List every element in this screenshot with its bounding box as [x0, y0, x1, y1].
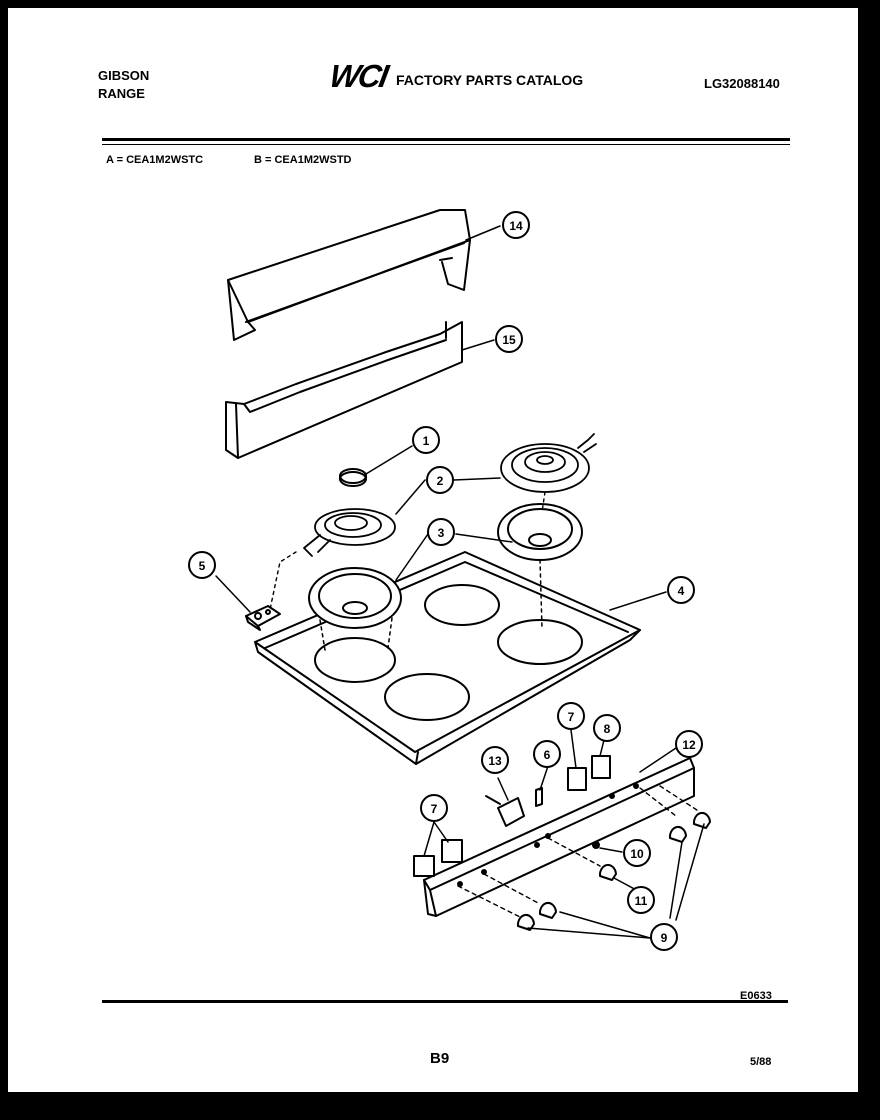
callout-10: 10	[623, 839, 651, 867]
svg-text:1: 1	[423, 434, 430, 448]
leader-lines	[215, 225, 705, 939]
control-panel-part	[423, 757, 701, 923]
svg-text:12: 12	[682, 738, 696, 752]
svg-text:4: 4	[678, 584, 685, 598]
page-number: B9	[430, 1050, 450, 1067]
svg-text:11: 11	[635, 894, 648, 908]
drip-bowl-left	[308, 567, 402, 651]
brand-line-2: RANGE	[98, 86, 145, 101]
svg-text:13: 13	[488, 754, 502, 768]
callout-9: 9	[650, 923, 678, 951]
callout-2: 2	[426, 466, 454, 494]
svg-text:14: 14	[509, 219, 523, 233]
svg-text:15: 15	[502, 333, 516, 347]
knob-parts	[516, 812, 711, 931]
callout-5: 5	[188, 551, 216, 579]
header-rule	[102, 138, 790, 141]
svg-text:5: 5	[199, 559, 206, 573]
callout-3: 3	[427, 518, 455, 546]
callout-6: 6	[533, 740, 561, 768]
switch-parts	[413, 755, 611, 877]
footer-rule	[102, 1000, 788, 1003]
svg-text:6: 6	[544, 748, 551, 762]
svg-text:2: 2	[437, 474, 444, 488]
drawing-code: E0633	[740, 990, 772, 1002]
callout-1: 1	[412, 426, 440, 454]
svg-text:8: 8	[604, 722, 611, 736]
svg-text:3: 3	[438, 526, 445, 540]
callout-11: 11	[627, 886, 655, 914]
svg-text:10: 10	[630, 847, 644, 861]
backguard-part	[227, 209, 471, 341]
svg-text:9: 9	[661, 931, 668, 945]
svg-text:7: 7	[568, 710, 575, 724]
receptacle-part	[245, 605, 281, 631]
surface-element-right	[500, 433, 597, 513]
callout-13: 13	[481, 746, 509, 774]
model-a: A = CEA1M2WSTC	[106, 154, 204, 166]
callout-7-lower: 7	[420, 794, 448, 822]
callout-14: 14	[502, 211, 530, 239]
callout-15: 15	[495, 325, 523, 353]
header-rule-thin	[102, 144, 790, 145]
element-ring-part	[339, 468, 367, 487]
callout-8: 8	[593, 714, 621, 742]
issue-date: 5/88	[750, 1056, 772, 1068]
brand-line-1: GIBSON	[98, 68, 150, 83]
model-b: B = CEA1M2WSTD	[254, 154, 352, 166]
exploded-parts-diagram: 14 15 1 2 3 4 5 7 8 6 13 12 7 10 11 9	[188, 209, 711, 951]
svg-text:7: 7	[431, 802, 438, 816]
callout-12: 12	[675, 730, 703, 758]
catalog-number: LG32088140	[704, 76, 780, 91]
callout-7-upper: 7	[557, 702, 585, 730]
catalog-title: FACTORY PARTS CATALOG	[396, 72, 584, 88]
surface-element-left	[267, 508, 396, 621]
trim-part	[225, 321, 463, 459]
cooktop-top-part	[254, 551, 641, 765]
drip-bowl-right	[497, 503, 583, 629]
catalog-page: GIBSON RANGE WCI FACTORY PARTS CATALOG L…	[8, 8, 858, 1092]
callout-4: 4	[667, 576, 695, 604]
